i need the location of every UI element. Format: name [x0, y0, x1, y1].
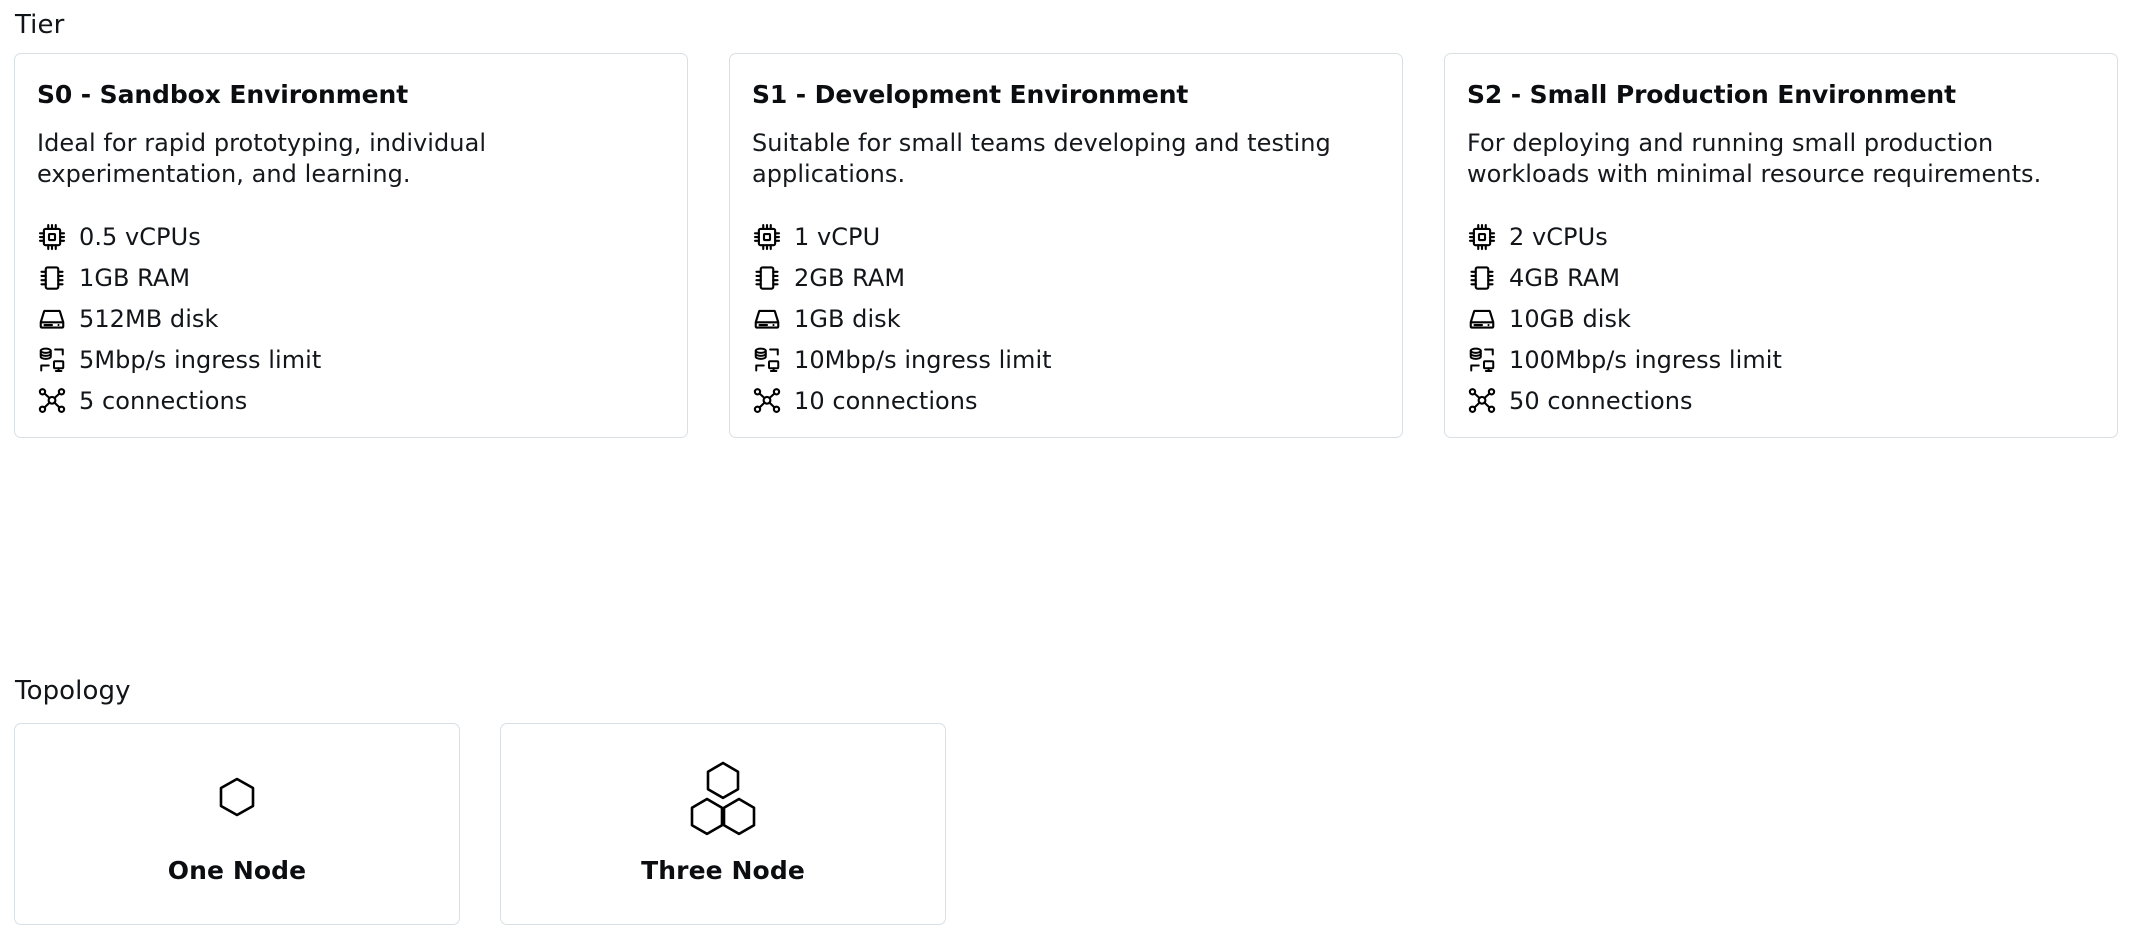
cpu-icon [752, 222, 782, 252]
tier-spec-list: 0.5 vCPUs 1GB RAM [37, 190, 665, 417]
spec-row: 10GB disk [1467, 302, 2095, 335]
spec-row: 5Mbp/s ingress limit [37, 343, 665, 376]
tier-card-description: Ideal for rapid prototyping, individual … [37, 129, 487, 189]
spec-row: 5 connections [37, 384, 665, 417]
spec-text: 512MB disk [79, 304, 219, 333]
spec-text: 0.5 vCPUs [79, 222, 201, 251]
spec-row: 10Mbp/s ingress limit [752, 343, 1380, 376]
spec-text: 100Mbp/s ingress limit [1509, 345, 1782, 374]
cpu-icon [1467, 222, 1497, 252]
tier-card-s1[interactable]: S1 - Development Environment Suitable fo… [729, 53, 1403, 439]
spec-text: 2 vCPUs [1509, 222, 1608, 251]
network-ingress-icon [752, 345, 782, 375]
tier-card-description: For deploying and running small producti… [1467, 129, 2042, 189]
memory-icon [752, 263, 782, 293]
hard-drive-icon [1467, 304, 1497, 334]
tier-spec-list: 2 vCPUs 4GB RAM [1467, 190, 2095, 417]
spec-row: 100Mbp/s ingress limit [1467, 343, 2095, 376]
tier-card-description: Suitable for small teams developing and … [752, 129, 1331, 189]
connections-icon [1467, 386, 1497, 416]
spec-text: 1 vCPU [794, 222, 881, 251]
hard-drive-icon [752, 304, 782, 334]
topology-card-label: Three Node [641, 855, 805, 885]
spec-row: 2 vCPUs [1467, 220, 2095, 253]
spec-text: 10GB disk [1509, 304, 1631, 333]
triple-hexagon-icon [681, 761, 765, 835]
tier-section-label: Tier [15, 10, 65, 40]
spec-text: 1GB disk [794, 304, 901, 333]
single-hexagon-icon [214, 766, 260, 832]
spec-text: 10Mbp/s ingress limit [794, 345, 1052, 374]
spec-row: 10 connections [752, 384, 1380, 417]
spec-row: 1GB RAM [37, 261, 665, 294]
memory-icon [1467, 263, 1497, 293]
topology-card-three-node[interactable]: Three Node [500, 723, 946, 925]
tier-card-s2[interactable]: S2 - Small Production Environment For de… [1444, 53, 2118, 439]
topology-card-list: One Node Three Node [14, 723, 946, 925]
spec-row: 2GB RAM [752, 261, 1380, 294]
spec-text: 10 connections [794, 386, 978, 415]
tier-card-title: S1 - Development Environment [752, 80, 1189, 109]
spec-row: 0.5 vCPUs [37, 220, 665, 253]
tier-card-s0[interactable]: S0 - Sandbox Environment Ideal for rapid… [14, 53, 688, 439]
connections-icon [752, 386, 782, 416]
tier-card-title: S2 - Small Production Environment [1467, 80, 1956, 109]
spec-row: 4GB RAM [1467, 261, 2095, 294]
topology-section-label: Topology [15, 676, 131, 706]
tier-card-title: S0 - Sandbox Environment [37, 80, 409, 109]
spec-text: 1GB RAM [79, 263, 191, 292]
connections-icon [37, 386, 67, 416]
memory-icon [37, 263, 67, 293]
tier-spec-list: 1 vCPU 2GB RAM [752, 190, 1380, 417]
spec-text: 4GB RAM [1509, 263, 1621, 292]
spec-row: 1 vCPU [752, 220, 1380, 253]
spec-row: 1GB disk [752, 302, 1380, 335]
tier-card-list: S0 - Sandbox Environment Ideal for rapid… [14, 53, 2118, 439]
spec-row: 50 connections [1467, 384, 2095, 417]
network-ingress-icon [37, 345, 67, 375]
hard-drive-icon [37, 304, 67, 334]
network-ingress-icon [1467, 345, 1497, 375]
cpu-icon [37, 222, 67, 252]
spec-text: 2GB RAM [794, 263, 906, 292]
topology-card-label: One Node [167, 855, 307, 885]
spec-text: 5 connections [79, 386, 248, 415]
spec-text: 50 connections [1509, 386, 1693, 415]
spec-row: 512MB disk [37, 302, 665, 335]
spec-text: 5Mbp/s ingress limit [79, 345, 322, 374]
topology-card-one-node[interactable]: One Node [14, 723, 460, 925]
